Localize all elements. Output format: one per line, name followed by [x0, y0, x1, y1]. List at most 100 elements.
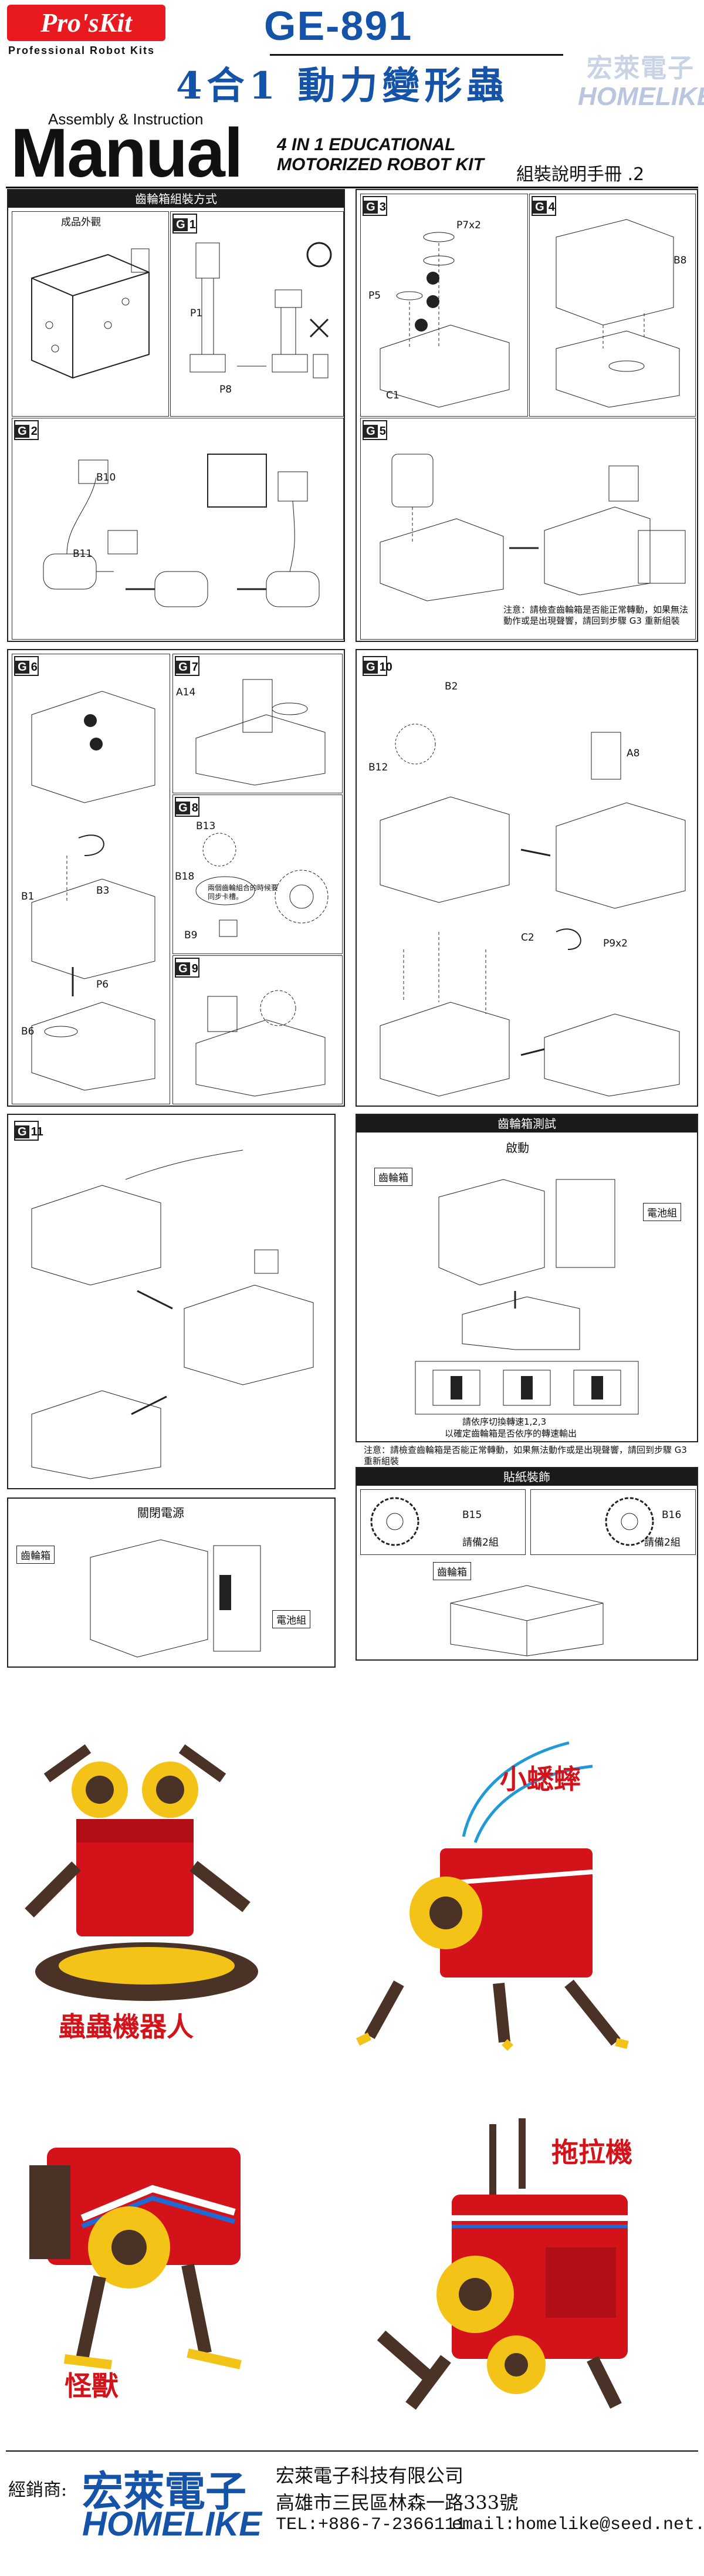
part-p1-label: P1: [190, 307, 203, 319]
manual-title: Manual: [11, 114, 243, 192]
part-b12-label: B12: [368, 762, 388, 773]
step-prefix: G: [15, 661, 29, 674]
step-9-gearbox-illustration: [184, 979, 337, 1096]
booklet-label: 組裝說明手冊 .2: [516, 164, 645, 185]
brand-watermark-cn: 宏萊電子: [587, 54, 695, 83]
robot-tractor-photo: [346, 2118, 628, 2429]
step-3-gear-shaft-illustration: [368, 214, 521, 407]
model-number: GE-891: [264, 3, 413, 49]
robot-cricket-photo: [346, 1737, 692, 2065]
edu-line-1: 4 IN 1 EDUCATIONAL: [277, 135, 456, 154]
step-number: 3: [379, 201, 386, 214]
part-p9x2-label: P9x2: [603, 938, 628, 949]
section-header-gearbox-test: 齒輪箱測試: [357, 1115, 697, 1133]
step-prefix: G: [176, 962, 190, 975]
step-6-box: [12, 654, 170, 1104]
part-a14-label: A14: [176, 687, 196, 698]
speed-switch-diagram: [415, 1361, 638, 1414]
part-b16-label: B16: [662, 1509, 682, 1521]
part-b18-label: B18: [175, 871, 195, 883]
step-number: 9: [191, 962, 198, 975]
robot-3-name: 怪獸: [65, 2370, 119, 2402]
gearbox-test-illustration: [427, 1156, 638, 1350]
part-p7x2-label: P7x2: [456, 219, 481, 231]
assembly-label: Assembly & Instruction: [48, 110, 204, 128]
sticker-gearbox-callout: 齒輪箱: [433, 1562, 471, 1580]
battery-callout: 電池組: [643, 1203, 681, 1221]
section-header-gearbox-assembly: 齒輪箱組裝方式: [8, 190, 344, 208]
step-2-box: [12, 418, 344, 640]
step-8-gear-pair-illustration: [184, 820, 337, 944]
step-3-box: [360, 194, 528, 417]
step-prefix: G: [15, 425, 29, 438]
part-b8-label: B8: [673, 255, 687, 266]
panel-gearbox-test: 齒輪箱測試 啟動 齒輪箱 電池組 請依序切換轉速1,2,3 以確定齒輪箱是否依序…: [356, 1114, 698, 1442]
step-number: 5: [379, 425, 386, 438]
part-c2-label: C2: [521, 932, 534, 944]
company-email: email:homelike@seed.net.tw: [452, 2515, 704, 2535]
b15-gear-icon: [368, 1495, 421, 1548]
robot-bug-photo: [12, 1737, 258, 2001]
footer-brand-en: HOMELIKE: [82, 2505, 262, 2543]
step-number: 6: [31, 661, 38, 674]
part-p8-label: P8: [219, 384, 232, 395]
test-note-2: 以確定齒輪箱是否依序的轉速輸出: [445, 1428, 577, 1439]
b15-box: [360, 1489, 526, 1555]
step-number: 8: [191, 802, 198, 814]
step-prefix: G: [15, 1125, 29, 1138]
start-label: 啟動: [506, 1141, 529, 1155]
b16-box: [530, 1489, 696, 1555]
gearbox-callout: 齒輪箱: [374, 1168, 412, 1186]
sticker-placement-illustration: [439, 1580, 615, 1656]
gearbox-finished-illustration: [20, 237, 161, 390]
step-number: 2: [31, 425, 38, 438]
company-address: 高雄市三民區林森一路333號: [276, 2492, 519, 2514]
test-warning-note: 注意：請檢查齒輪箱是否能正常轉動，如果無法動作或是出現聲響，請回到步驟 G3 重…: [364, 1445, 687, 1466]
edu-subtitle: 4 IN 1 EDUCATIONAL MOTORIZED ROBOT KIT: [277, 135, 484, 175]
part-b1-label: B1: [21, 891, 35, 902]
footer-rule: [6, 2450, 698, 2452]
power-battery-callout: 電池組: [272, 1610, 310, 1628]
step-8-box: [172, 795, 343, 954]
step-1-motor-wire-illustration: [178, 237, 337, 407]
footer-brand-cn: 宏萊電子: [82, 2467, 246, 2516]
step-5-warning-note: 注意：請檢查齒輪箱是否能正常轉動，如果無法動作或是出現聲響，請回到步驟 G3 重…: [503, 604, 689, 626]
step-prefix: G: [364, 425, 378, 438]
step-7-gear-stack-illustration: [184, 674, 337, 785]
finished-look-box: [12, 211, 169, 417]
finished-look-label: 成品外觀: [61, 217, 101, 228]
step-1-box: [170, 211, 344, 417]
step-7-box: [172, 654, 343, 793]
part-b6-label: B6: [21, 1026, 35, 1037]
step-4-gearbox-cover-illustration: [539, 214, 691, 407]
edu-line-2: MOTORIZED ROBOT KIT: [277, 155, 484, 174]
step-number: 4: [548, 201, 555, 214]
part-b13-label: B13: [196, 820, 216, 832]
company-phone: TEL:+886-7-2366111: [276, 2515, 466, 2535]
logo-mark: 5: [157, 25, 164, 38]
step-number: 10: [379, 661, 392, 674]
step-prefix: G: [176, 661, 190, 674]
b18-sync-note: 兩個齒輪組合的時候要同步卡槽。: [208, 884, 279, 901]
step-5-motor-install-illustration: [368, 442, 691, 601]
robot-2-name: 小蟋蟀: [500, 1763, 581, 1795]
step-5-box: [360, 418, 696, 640]
part-b3-label: B3: [96, 885, 110, 897]
part-p5-label: P5: [368, 290, 381, 302]
b15-pair-note: 請備2組: [462, 1537, 499, 1549]
company-name: 宏萊電子科技有限公司: [276, 2465, 464, 2487]
logo-subtitle: Professional Robot Kits: [8, 45, 155, 56]
power-off-label: 關閉電源: [137, 1506, 184, 1520]
